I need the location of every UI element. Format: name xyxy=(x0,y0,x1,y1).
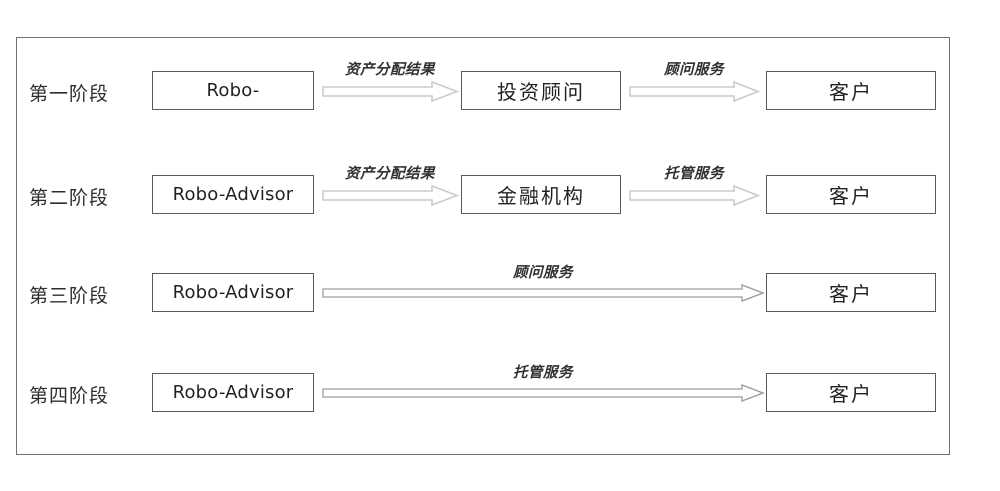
long-block-arrow-3 xyxy=(322,284,765,302)
arrow-label-2a: 资产分配结果 xyxy=(345,165,435,182)
arrow-label-1b: 顾问服务 xyxy=(664,61,724,78)
node-client-1[interactable]: 客户 xyxy=(766,71,936,110)
stage-row-2: 第二阶段 Robo-Advisor 资产分配结果 金融机构 托管服务 客户 xyxy=(0,165,1000,235)
stage-label-1: 第一阶段 xyxy=(29,83,110,105)
stage-label-4: 第四阶段 xyxy=(29,385,110,407)
arrow-label-1a: 资产分配结果 xyxy=(345,61,435,78)
block-arrow-1a xyxy=(322,80,460,103)
stage-row-3: 第三阶段 Robo-Advisor 顾问服务 客户 xyxy=(0,264,1000,333)
stage-row-1: 第一阶段 Robo- 资产分配结果 投资顾问 顾问服务 客户 xyxy=(0,61,1000,131)
node-robo-advisor-2[interactable]: Robo-Advisor xyxy=(152,175,314,214)
stage-label-2: 第二阶段 xyxy=(29,187,110,209)
block-arrow-1b xyxy=(629,80,761,103)
stage-row-4: 第四阶段 Robo-Advisor 托管服务 客户 xyxy=(0,364,1000,433)
block-arrow-2a xyxy=(322,184,460,207)
node-robo-advisor-4[interactable]: Robo-Advisor xyxy=(152,373,314,412)
node-robo-advisor-1[interactable]: Robo- xyxy=(152,71,314,110)
long-block-arrow-4 xyxy=(322,384,765,402)
block-arrow-2b xyxy=(629,184,761,207)
node-robo-advisor-3[interactable]: Robo-Advisor xyxy=(152,273,314,312)
arrow-label-3: 顾问服务 xyxy=(513,264,573,281)
node-middle-1[interactable]: 投资顾问 xyxy=(461,71,621,110)
node-middle-2[interactable]: 金融机构 xyxy=(461,175,621,214)
arrow-label-4: 托管服务 xyxy=(513,364,573,381)
stage-label-3: 第三阶段 xyxy=(29,285,110,307)
node-client-2[interactable]: 客户 xyxy=(766,175,936,214)
node-client-3[interactable]: 客户 xyxy=(766,273,936,312)
arrow-label-2b: 托管服务 xyxy=(664,165,724,182)
node-client-4[interactable]: 客户 xyxy=(766,373,936,412)
